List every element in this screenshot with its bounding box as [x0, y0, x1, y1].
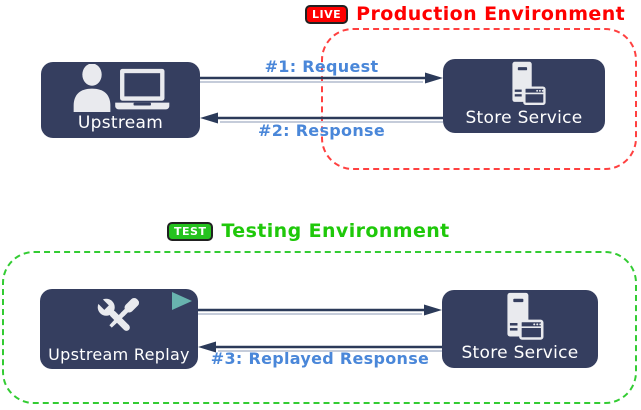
request-arrow	[200, 72, 443, 84]
replayed-response-flow-label: #3: Replayed Response	[210, 349, 430, 368]
server-icon	[512, 61, 546, 105]
live-badge: LIVE	[305, 4, 349, 24]
upstream-node-label: Upstream	[77, 113, 164, 134]
upstream-replay-node-label: Upstream Replay	[48, 345, 190, 365]
store-service-label-production: Store Service	[465, 108, 583, 129]
production-title: Production Environment	[356, 3, 626, 25]
store-service-label-testing: Store Service	[461, 343, 579, 364]
response-arrow	[200, 112, 443, 124]
test-badge: TEST	[167, 221, 214, 241]
upstream-replay-node: Upstream Replay	[40, 289, 198, 369]
store-service-node-testing: Store Service	[442, 290, 598, 368]
testing-boundary	[2, 251, 637, 404]
store-service-node-production: Store Service	[443, 59, 605, 133]
testing-title: Testing Environment	[221, 220, 450, 242]
play-icon	[172, 292, 192, 310]
testing-header: TEST Testing Environment	[167, 220, 450, 242]
production-boundary	[321, 28, 637, 170]
user-laptop-icon	[73, 64, 169, 113]
replay-request-arrow	[198, 304, 442, 316]
response-flow-label: #2: Response	[257, 121, 385, 140]
production-header: LIVE Production Environment	[305, 3, 625, 25]
wrench-screwdriver-icon	[95, 296, 140, 332]
server-icon	[507, 292, 544, 340]
request-flow-label: #1: Request	[264, 57, 379, 76]
upstream-node: Upstream	[41, 62, 200, 138]
replayed-response-arrow	[198, 341, 442, 353]
